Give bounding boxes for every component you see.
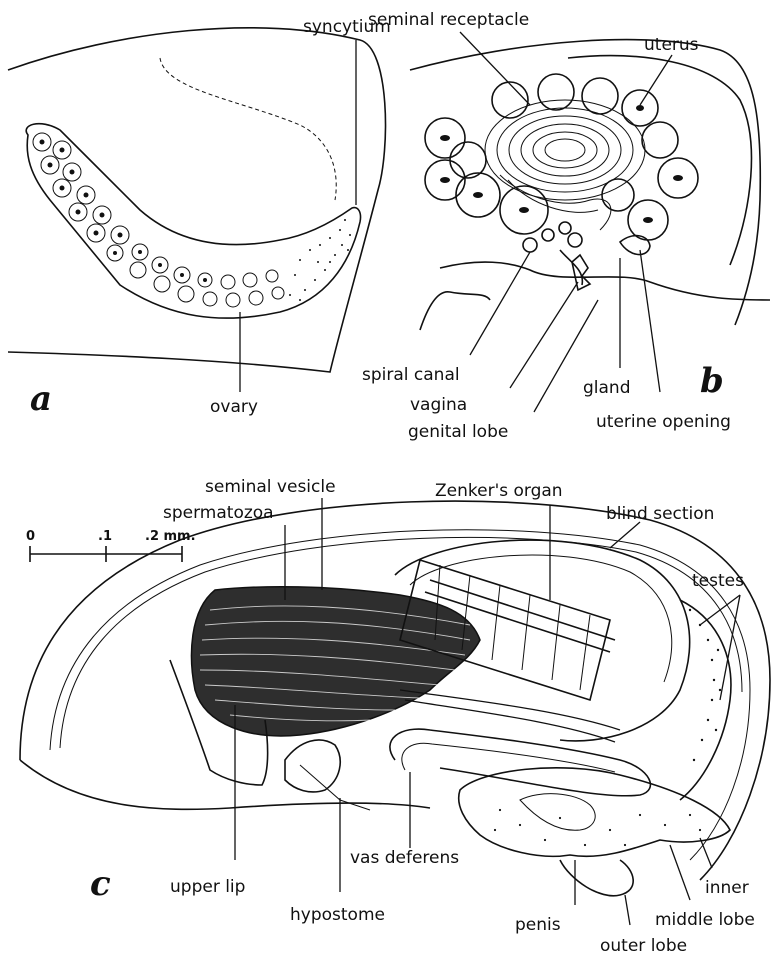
spermatozoa-label: spermatozoa	[163, 503, 274, 523]
upper-lip-label: upper lip	[170, 877, 245, 897]
inner-leader	[700, 838, 712, 868]
scale-tick-1: .1	[98, 529, 112, 544]
panel-b-lower-outline	[440, 262, 770, 300]
uterus-label: uterus	[644, 35, 699, 55]
panel-c: 0 .1 .2 mm.	[20, 477, 770, 956]
spermatozoa-tail	[400, 690, 620, 730]
ovary-nuclei	[40, 140, 208, 283]
uterus-cells	[425, 74, 698, 240]
panel-b-inner-outline	[568, 56, 751, 265]
panel-b-base-outline	[420, 292, 490, 330]
vas-deferens-drawing-2	[402, 743, 615, 772]
gland-label: gland	[583, 378, 631, 398]
testes-leader-1	[700, 595, 740, 625]
genital-lobe-label: genital lobe	[408, 422, 508, 442]
zenkers-organ-label: Zenker's organ	[435, 481, 563, 501]
vagina-leader	[510, 282, 578, 388]
vagina-label: vagina	[410, 395, 467, 415]
panel-b-letter: b	[700, 361, 724, 401]
panel-a-dashed-outline	[160, 58, 336, 200]
hypostome-label: hypostome	[290, 905, 385, 925]
panel-b: seminal receptacle uterus spiral canal v…	[362, 10, 770, 442]
vas-deferens-drawing	[390, 729, 651, 796]
outer-lobe-leader	[625, 895, 630, 925]
spiral-canal-label: spiral canal	[362, 365, 460, 385]
seminal-receptacle-label: seminal receptacle	[368, 10, 529, 30]
seminal-vesicle-label: seminal vesicle	[205, 477, 336, 497]
outer-lobe-label: outer lobe	[600, 936, 687, 956]
penis-label: penis	[515, 915, 561, 935]
middle-lobe-label: middle lobe	[655, 910, 755, 930]
panel-c-letter: c	[90, 864, 111, 904]
inner-lobe-drawing	[520, 794, 595, 831]
inner-label: inner	[705, 878, 749, 898]
panel-a: syncytium ovary a	[8, 17, 391, 419]
testes-band	[680, 600, 731, 800]
testes-label: testes	[692, 571, 744, 591]
syncytium-stipple	[289, 219, 351, 301]
spiral-canal-leader	[470, 252, 530, 355]
seminal-receptacle-leader	[460, 32, 530, 105]
uterine-opening-label: uterine opening	[596, 412, 731, 432]
blind-section-label: blind section	[606, 504, 714, 524]
panel-a-letter: a	[30, 379, 52, 419]
middle-lobe-leader	[670, 845, 690, 900]
scale-bar: 0 .1 .2 mm.	[26, 529, 196, 562]
panel-a-body-outline	[8, 28, 385, 372]
panel-c-lower-edge	[20, 760, 430, 809]
penis-stipple	[494, 809, 701, 846]
uterus-nuclei	[440, 105, 683, 223]
uterus-leader	[640, 55, 672, 105]
gland-drawing	[620, 236, 650, 255]
vas-deferens-label: vas deferens	[350, 848, 459, 868]
hypostome-drawing	[285, 740, 340, 792]
uterine-opening-leader	[640, 250, 660, 392]
scale-tick-0: 0	[26, 529, 35, 544]
ovary-cells	[33, 133, 284, 307]
outer-lobe-drawing	[560, 860, 633, 896]
ovary-label: ovary	[210, 397, 258, 417]
